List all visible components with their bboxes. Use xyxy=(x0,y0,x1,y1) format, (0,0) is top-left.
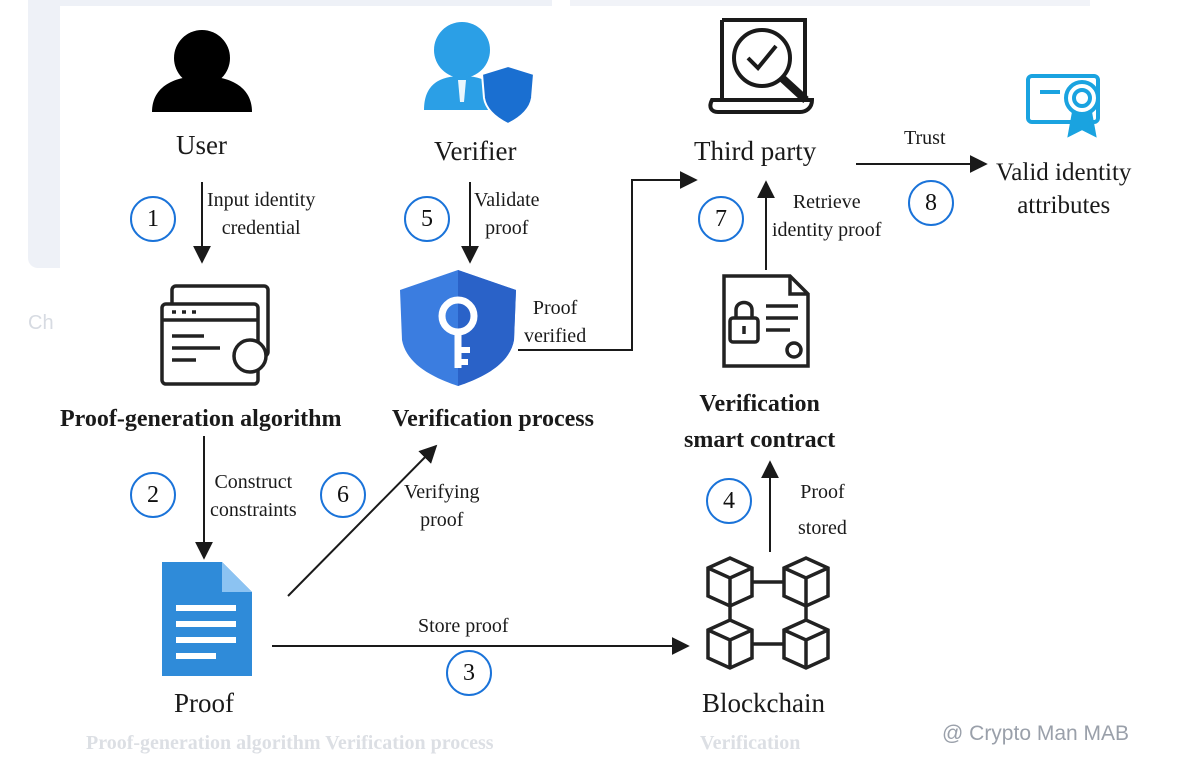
certificate-icon xyxy=(1026,74,1100,138)
node-proof: Proof xyxy=(174,688,234,718)
node-blockchain: Blockchain xyxy=(702,688,825,718)
faded-caption: Proof-generation algorithm Verification … xyxy=(86,732,494,754)
faded-caption: Verification xyxy=(700,732,801,754)
node-user: User xyxy=(176,130,227,160)
step-2-marker: 2 xyxy=(130,472,176,518)
node-verifier: Verifier xyxy=(434,136,517,166)
step-3-marker: 3 xyxy=(446,650,492,696)
edge-store-proof: Store proof xyxy=(418,615,509,637)
node-valid-identity: Valid identity attributes xyxy=(996,159,1132,219)
step-7-marker: 7 xyxy=(698,196,744,242)
watermark: @ Crypto Man MAB xyxy=(942,722,1130,745)
edge-input-identity: Input identity credential xyxy=(207,189,316,239)
edge-verifying: Verifying proof xyxy=(404,481,480,531)
edge-trust: Trust xyxy=(904,127,946,149)
background-panel xyxy=(28,0,60,268)
blockchain-icon xyxy=(706,556,830,670)
arrow-verifying xyxy=(287,444,438,597)
edge-construct: Construct constraints xyxy=(210,471,297,521)
step-5-marker: 5 xyxy=(404,196,450,242)
step-4-marker: 4 xyxy=(706,478,752,524)
document-icon xyxy=(162,562,252,676)
connectors xyxy=(193,155,988,655)
algorithm-window-icon xyxy=(160,284,270,386)
arrow-proof-verified xyxy=(518,171,698,351)
step-6-marker: 6 xyxy=(320,472,366,518)
node-third-party: Third party xyxy=(694,136,817,166)
faded-text: Ch xyxy=(28,312,54,334)
contract-lock-icon xyxy=(722,274,810,368)
shield-key-icon xyxy=(400,270,516,386)
step-8-marker: 8 xyxy=(908,180,954,226)
edge-retrieve: Retrieve identity proof xyxy=(772,191,882,241)
step-1-marker: 1 xyxy=(130,196,176,242)
background-strip xyxy=(570,0,1090,6)
edge-proof-stored: Proof stored xyxy=(798,481,847,539)
node-proof-generation: Proof-generation algorithm xyxy=(60,406,342,432)
edge-proof-verified: Proof verified xyxy=(524,297,587,347)
background-strip xyxy=(60,0,552,6)
edge-validate-proof: Validate proof xyxy=(474,189,540,239)
audit-document-icon xyxy=(708,18,815,114)
user-icon xyxy=(152,30,252,112)
node-verification-process: Verification process xyxy=(392,406,594,432)
verifier-icon xyxy=(424,22,536,126)
node-verification-contract: Verification smart contract xyxy=(684,391,836,453)
